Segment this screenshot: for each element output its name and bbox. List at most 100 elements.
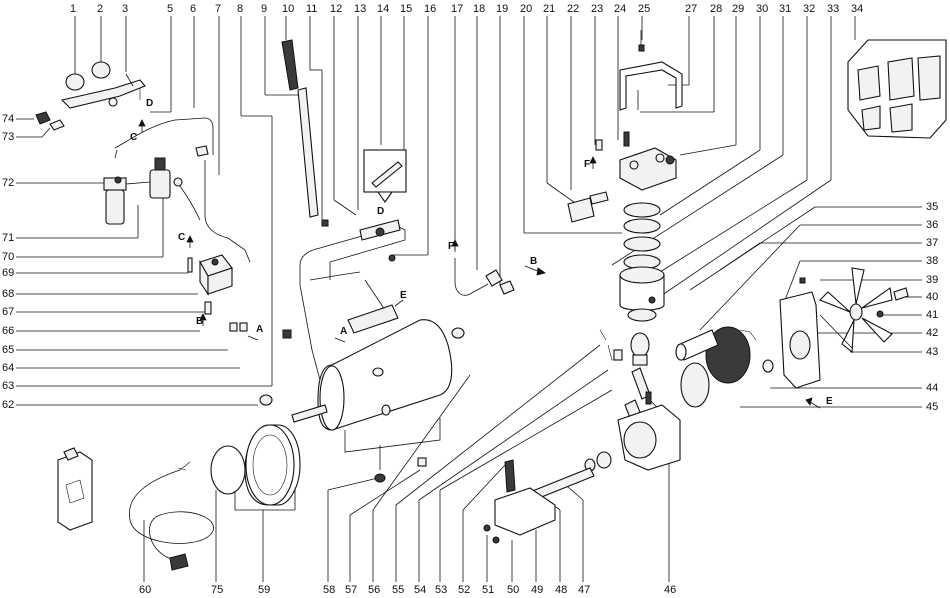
callout-2: 2 (97, 3, 103, 15)
top-callout-numbers: 1 2 3 5 6 7 8 9 10 11 12 13 14 15 16 17 … (70, 3, 863, 15)
callout-43: 43 (926, 346, 938, 358)
air-tank (282, 319, 465, 483)
callout-64: 64 (2, 362, 14, 374)
filter-regulator (103, 145, 209, 225)
tie-rod-43 (819, 314, 853, 349)
callout-34: 34 (851, 3, 863, 15)
letter-b2: B (530, 256, 537, 267)
plug-63 (282, 329, 292, 339)
piston-pin (632, 354, 648, 366)
detail-box-14 (363, 149, 407, 193)
callout-10: 10 (282, 3, 294, 15)
gasket-31b (623, 218, 661, 234)
letter-d1: D (146, 98, 153, 109)
rubber-foot-left (65, 73, 85, 91)
callout-75: 75 (211, 584, 223, 596)
cable-wire-2 (177, 467, 187, 471)
callout-14: 14 (377, 3, 389, 15)
fan-guard-vent-2 (887, 57, 915, 101)
wheel-assembly (210, 394, 328, 506)
tube-short (179, 185, 201, 221)
air-hose-6 (114, 117, 214, 155)
piston-55 (613, 349, 623, 361)
head-screw-24 (623, 131, 630, 147)
hubcap-75 (210, 445, 246, 495)
callout-33: 33 (827, 3, 839, 15)
callout-73: 73 (2, 131, 14, 143)
fan-guard-vent-4 (861, 105, 881, 131)
crankcase-motor (483, 267, 909, 544)
fan-guard-vent-5 (889, 103, 913, 133)
callout-57: 57 (345, 584, 357, 596)
callout-24: 24 (614, 3, 626, 15)
union-13 (375, 227, 385, 237)
tank-end-cap (319, 365, 345, 431)
circlip-56 (599, 329, 607, 341)
callout-67: 67 (2, 306, 14, 318)
callout-46: 46 (664, 584, 676, 596)
callout-29: 29 (732, 3, 744, 15)
tank-stand (344, 418, 441, 453)
fan-blade-5 (819, 291, 851, 313)
outlet-hose (454, 258, 515, 296)
callout-71: 71 (2, 232, 14, 244)
fittings-74-73 (35, 111, 65, 131)
callout-32: 32 (803, 3, 815, 15)
filter-knob (114, 176, 122, 184)
wheel-axle (291, 404, 328, 423)
bottom-callout-numbers: 60 75 59 58 57 56 55 54 53 52 51 50 49 4… (139, 584, 676, 596)
head-bolt-1 (629, 160, 639, 170)
callout-48: 48 (555, 584, 567, 596)
callout-19: 19 (496, 3, 508, 15)
bearing-44 (762, 359, 774, 373)
shroud-screw-head (638, 44, 645, 52)
union-18 (485, 269, 503, 287)
piston-ring-33 (627, 308, 657, 322)
callout-69: 69 (2, 267, 14, 279)
filter-link (125, 181, 151, 185)
fan-guard-vent-1 (857, 65, 881, 101)
callout-47: 47 (578, 584, 590, 596)
tube-7 (204, 160, 251, 263)
fitting-23 (595, 139, 603, 151)
valve-plate-21 (567, 197, 595, 223)
capacitor-end (675, 343, 687, 361)
end-shield-hub (789, 330, 811, 360)
fitting-69 (187, 257, 193, 273)
callout-11: 11 (306, 3, 317, 15)
callout-50: 50 (507, 584, 519, 596)
frame-plate (347, 304, 399, 334)
callout-1: 1 (70, 3, 76, 15)
crankcase-bore (623, 421, 657, 459)
bracket-screw (125, 73, 134, 87)
trolley-frame (299, 219, 406, 381)
callout-44: 44 (926, 382, 938, 394)
frame-brace (309, 271, 361, 281)
callout-45: 45 (926, 401, 938, 413)
letter-d2: D (377, 206, 384, 217)
frame-leg (299, 284, 321, 381)
cable-plug (169, 553, 189, 571)
callout-28: 28 (710, 3, 722, 15)
callout-58: 58 (323, 584, 335, 596)
cylinder-head-30 (619, 147, 677, 191)
small-clip (49, 119, 65, 131)
leader-lines (16, 16, 922, 582)
callout-53: 53 (435, 584, 447, 596)
callout-52: 52 (458, 584, 470, 596)
regulator-gauge-port (173, 177, 183, 187)
tank-drain-58 (374, 473, 386, 483)
callout-9: 9 (261, 3, 267, 15)
cover-screw-50 (492, 536, 500, 544)
callout-3: 3 (122, 3, 128, 15)
callout-22: 22 (567, 3, 579, 15)
callout-35: 35 (926, 201, 938, 213)
direction-letters: D C C B A A E D F F B E (130, 98, 833, 407)
frame-rail-left (299, 227, 391, 285)
rotor-core (680, 362, 710, 408)
callout-74: 74 (2, 113, 14, 125)
callout-42: 42 (926, 327, 938, 339)
gasket-31a (623, 202, 661, 218)
